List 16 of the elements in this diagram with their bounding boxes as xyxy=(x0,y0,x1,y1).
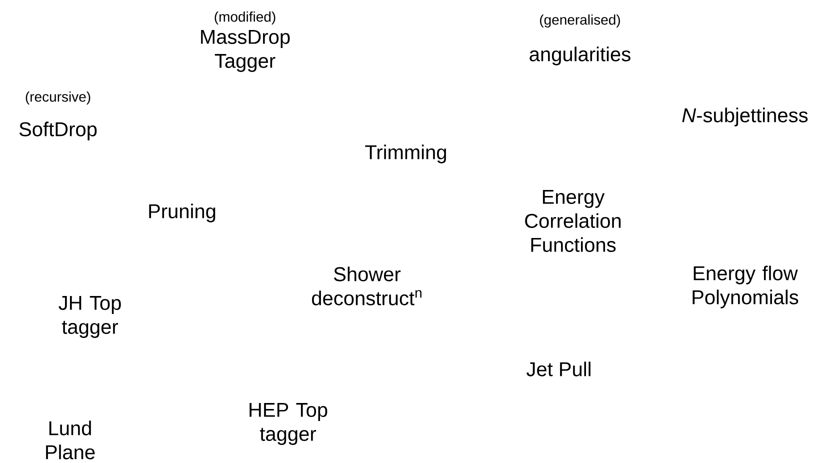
method-label: Trimming xyxy=(365,144,446,164)
method-label: HEP Top tagger xyxy=(250,403,328,445)
method-label: Energy Correlation Functions xyxy=(525,190,621,252)
method-label: Jet Pull xyxy=(526,362,590,376)
method-label: N-subjettiness xyxy=(682,108,808,126)
method-label: SoftDrop xyxy=(19,122,97,140)
method-label: JH Top tagger xyxy=(58,296,121,338)
qualifier-label: (generalised) xyxy=(540,14,620,28)
qualifier-label: (modified) xyxy=(214,11,276,25)
method-label: Energy flow Polynomials xyxy=(692,266,798,308)
method-label: angularities xyxy=(530,46,630,66)
qualifier-label: (recursive) xyxy=(26,91,90,105)
method-label: Lund Plane xyxy=(46,420,95,460)
method-label: MassDrop Tagger xyxy=(201,30,290,72)
method-label: Pruning xyxy=(149,204,216,222)
method-label: Shower deconstruct$^{n}$ xyxy=(312,266,422,306)
